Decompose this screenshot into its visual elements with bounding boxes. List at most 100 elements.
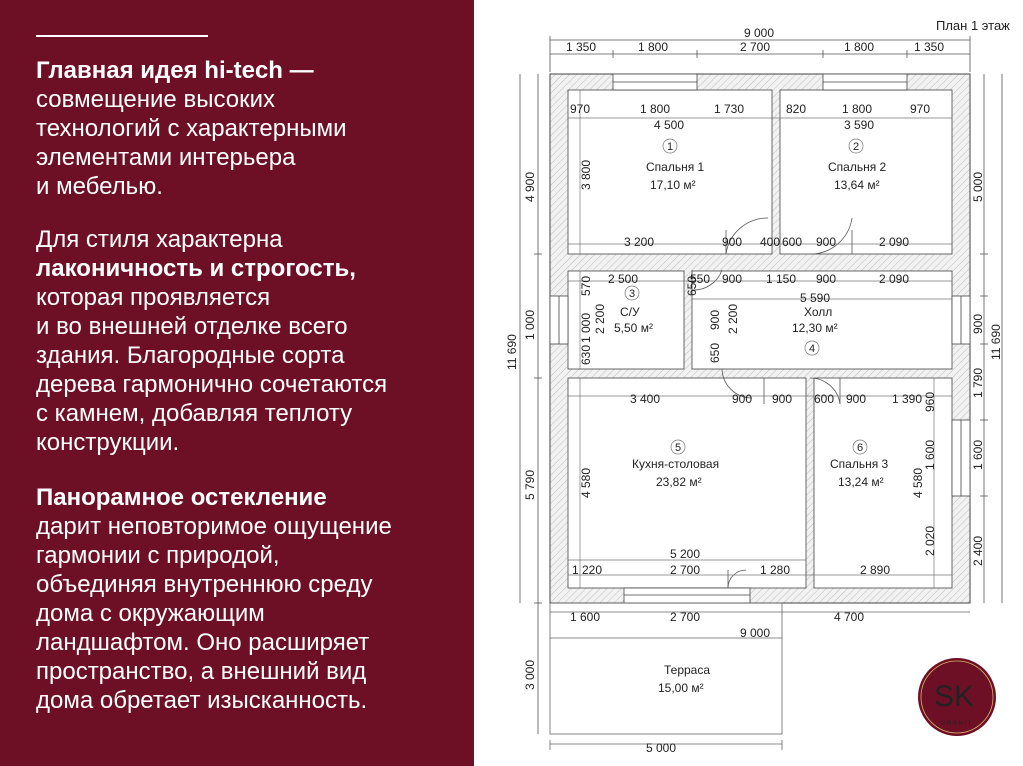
dim-inner: 2 090 (879, 235, 909, 249)
dim-right-outer: 1 600 (971, 440, 985, 470)
room-number: 1 (667, 141, 673, 153)
dim-inner: 4 500 (654, 118, 684, 132)
dim-left-outer: 1 000 (523, 310, 537, 340)
dim-inner-vertical: 3 800 (579, 160, 593, 190)
dim-inner: 970 (570, 102, 590, 116)
dim-inner: 1 150 (766, 272, 796, 286)
text-line: которая проявляется (36, 284, 271, 311)
dim-left-outer: 5 790 (523, 470, 537, 500)
room-number: 6 (857, 442, 863, 454)
room-area: 5,50 м² (614, 321, 653, 335)
room-name: Спальня 1 (646, 160, 705, 174)
windows (549, 73, 971, 604)
dim-inner: 600 (814, 392, 834, 406)
dim-inner: 900 (846, 392, 866, 406)
text-line: и во внешней отделке всего (36, 313, 348, 340)
dim-inner: 400 (760, 235, 780, 249)
paragraph-glazing-bold: Панорамное остекление (36, 484, 327, 511)
dim-bottom-seg: 4 700 (834, 610, 864, 624)
dim-inner-vertical: 2 200 (726, 304, 740, 334)
logo-subtitle: GRANIT (941, 721, 973, 727)
room-labels: 1 Спальня 1 17,10 м² 2 Спальня 2 13,64 м… (614, 138, 889, 695)
dim-inner-vertical: 650 (708, 343, 722, 363)
room-number: 2 (853, 141, 859, 153)
text-line: дома с окружающим (36, 600, 265, 627)
room-area: 13,64 м² (834, 178, 880, 192)
dim-top-seg: 1 800 (638, 40, 668, 54)
text-line: и мебелью. (36, 173, 163, 200)
dim-bottom-seg: 1 600 (570, 610, 600, 624)
terrace (549, 602, 970, 750)
decorative-rule (36, 35, 208, 37)
dim-inner: 3 400 (630, 392, 660, 406)
paragraph-style-bold: лаконичность и строгость, (36, 255, 356, 282)
plan-title: План 1 этаж (936, 18, 1010, 33)
room-area: 17,10 м² (650, 178, 696, 192)
dim-inner: 1 280 (760, 563, 790, 577)
dim-bottom-terrace: 5 000 (646, 741, 676, 755)
text-line: дерева гармонично сочетаются (36, 371, 388, 398)
top-dimension-lines (549, 36, 971, 72)
dim-inner-vertical: 2 200 (593, 304, 607, 334)
room-name: Холл (804, 305, 832, 319)
dim-left-total: 11 690 (505, 334, 519, 370)
dim-inner: 2 090 (879, 272, 909, 286)
dim-right-total: 11 690 (989, 324, 1003, 360)
dim-inner-vertical: 570 (579, 276, 593, 296)
dim-inner: 1 220 (572, 563, 602, 577)
text-line: здания. Благородные сорта (36, 342, 345, 369)
dim-inner-vertical: 4 580 (579, 468, 593, 498)
dim-inner: 3 200 (624, 235, 654, 249)
right-dimension-lines (980, 74, 1003, 603)
dim-inner-vertical: 1 600 (923, 440, 937, 470)
dim-inner: 1 800 (640, 102, 670, 116)
logo-letters: SK (934, 680, 974, 713)
dim-inner: 900 (772, 392, 792, 406)
dim-inner-vertical: 650 (685, 276, 699, 296)
dim-inner: 550 (690, 272, 710, 286)
dim-bottom-seg: 2 700 (670, 610, 700, 624)
dim-inner-vertical: 1 000 (579, 313, 593, 343)
dim-inner: 900 (722, 235, 742, 249)
room-number: 4 (809, 343, 815, 355)
dim-right-outer: 1 790 (971, 368, 985, 398)
text-line: с камнем, добавляя теплоту (36, 400, 353, 427)
dim-inner-vertical: 630 (579, 345, 593, 365)
text-line: дарит неповторимое ощущение (36, 513, 392, 540)
dim-top-seg: 1 350 (914, 40, 944, 54)
dim-inner: 1 800 (842, 102, 872, 116)
dim-left-outer: 3 000 (523, 660, 537, 690)
dim-top-total: 9 000 (744, 26, 774, 40)
floor-plan: План 1 этаж 9 000 1 350 1 800 2 700 1 80… (505, 18, 1010, 755)
room-area: 23,82 м² (656, 475, 702, 489)
dim-top-seg: 2 700 (740, 40, 770, 54)
room-number: 3 (629, 288, 635, 300)
text-line: технологий с характерными (36, 115, 347, 142)
dim-inner: 1 390 (892, 392, 922, 406)
dim-inner: 3 590 (844, 118, 874, 132)
room-number: 5 (675, 442, 681, 454)
text-line: дома обретает изысканность. (36, 687, 368, 714)
room-name: С/У (620, 305, 640, 319)
dim-inner: 2 700 (670, 563, 700, 577)
dim-inner: 600 (782, 235, 802, 249)
dim-inner: 2 500 (608, 272, 638, 286)
dim-inner: 2 890 (860, 563, 890, 577)
room-name: Кухня-столовая (632, 457, 719, 471)
dim-inner-vertical: 2 020 (923, 526, 937, 556)
dim-inner: 970 (910, 102, 930, 116)
dim-inner: 5 590 (800, 291, 830, 305)
text-line: пространство, а внешний вид (36, 658, 367, 685)
dim-bottom-total: 9 000 (740, 626, 770, 640)
dim-inner: 900 (722, 272, 742, 286)
text-line: совмещение высоких (36, 86, 275, 113)
dim-top-seg: 1 350 (566, 40, 596, 54)
left-dimension-lines (519, 74, 542, 734)
paragraph-glazing: Панорамное остекление дарит неповторимое… (36, 483, 466, 715)
paragraph-style: Для стиля характерна лаконичность и стро… (36, 225, 466, 457)
text-line: гармонии с природой, (36, 542, 280, 569)
inner-dimension-lines (568, 90, 952, 588)
paragraph-main-idea: Главная идея hi-tech — совмещение высоки… (36, 56, 466, 201)
room-name: Спальня 3 (830, 457, 889, 471)
room-area: 12,30 м² (792, 321, 838, 335)
